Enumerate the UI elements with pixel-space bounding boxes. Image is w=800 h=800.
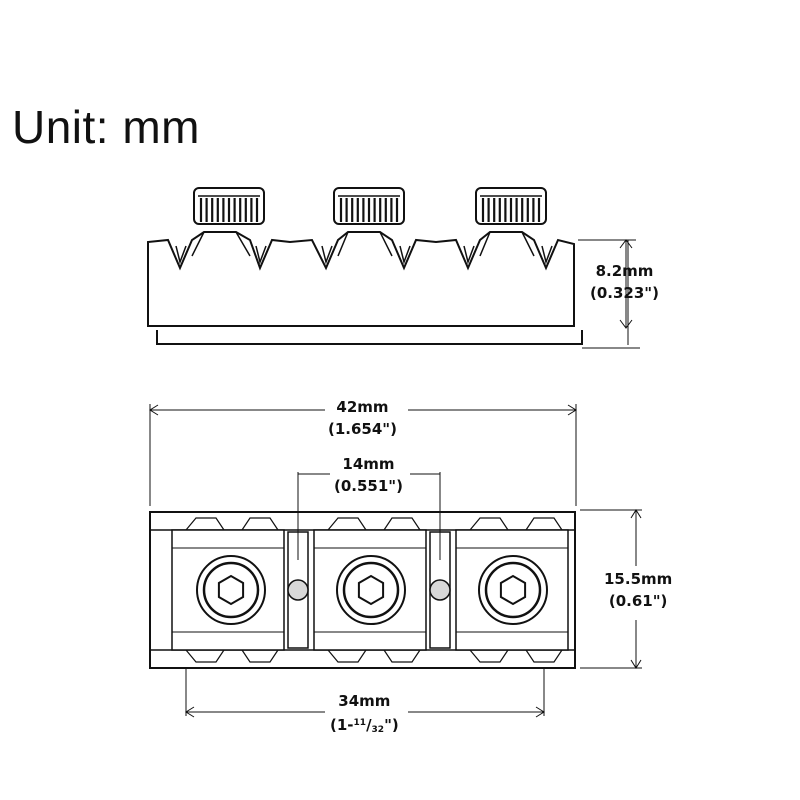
width-metric: 15.5mm — [604, 570, 673, 588]
top-view — [149, 404, 642, 718]
span-imperial-whole: (1- — [330, 716, 354, 734]
length-imperial: (1.654") — [328, 420, 397, 438]
length-metric: 42mm — [336, 398, 389, 416]
saddle-block — [313, 517, 427, 663]
width-dimension-label: 15.5mm (0.61") — [604, 568, 672, 612]
saddle-block — [171, 517, 285, 663]
spacing-dimension-label: 14mm (0.551") — [334, 453, 403, 497]
spacing-imperial: (0.551") — [334, 477, 403, 495]
unit-title: Unit: mm — [12, 101, 200, 153]
hex-socket-screw-icon — [336, 555, 406, 625]
height-dimension-label: 8.2mm (0.323") — [590, 260, 659, 304]
knurled-screw-head — [475, 187, 547, 225]
span-imperial: (1-11/32") — [330, 716, 399, 735]
hex-socket-screw-icon — [478, 555, 548, 625]
span-metric: 34mm — [338, 692, 391, 710]
length-dimension-label: 42mm (1.654") — [328, 396, 397, 440]
span-imperial-denominator: 32 — [371, 725, 385, 735]
spacing-metric: 14mm — [342, 455, 395, 473]
span-dimension-label: 34mm (1-11/32") — [330, 690, 399, 741]
hex-socket-screw-icon — [196, 555, 266, 625]
spacer-pins — [287, 531, 451, 649]
screw-heads — [193, 187, 547, 225]
height-metric: 8.2mm — [595, 262, 654, 280]
span-imperial-numerator: 11 — [353, 718, 367, 728]
saddle-block — [455, 517, 569, 663]
height-imperial: (0.323") — [590, 284, 659, 302]
width-imperial: (0.61") — [608, 592, 668, 610]
span-imperial-close: ") — [384, 716, 399, 734]
side-view — [147, 187, 640, 349]
knurled-screw-head — [193, 187, 265, 225]
knurled-screw-head — [333, 187, 405, 225]
saddle-blocks — [171, 517, 569, 663]
